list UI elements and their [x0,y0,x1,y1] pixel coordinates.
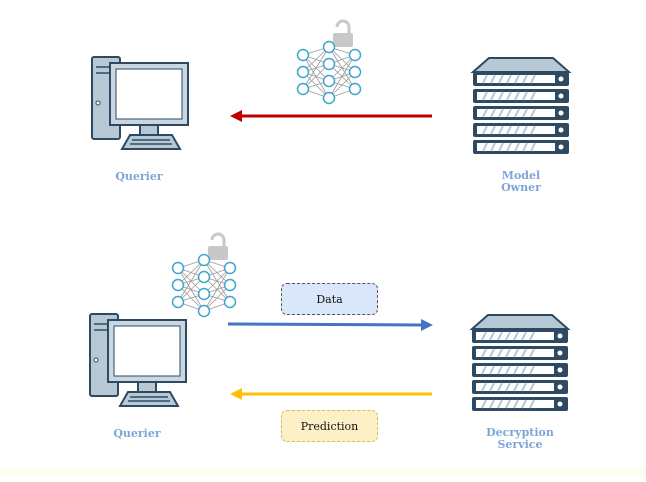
footer-band [0,466,646,478]
bottom-querier-label: Querier [113,427,161,440]
prediction-arrow [230,388,432,400]
bottom-querier-computer-icon [89,313,187,407]
model-owner-label: Model Owner [501,169,541,194]
data-message-box: Data [281,283,378,315]
prediction-message-label: Prediction [300,419,359,433]
data-arrow [227,319,433,331]
bottom-locked-neural-network-icon [171,232,237,318]
bottom-decryption-service-server-icon [472,315,568,411]
top-locked-neural-network-icon [296,19,362,105]
prediction-message-box: Prediction [281,410,378,442]
top-querier-computer-icon [91,56,189,150]
top-arrow-to-querier [230,110,432,122]
top-querier-label: Querier [115,170,163,183]
top-model-owner-server-icon [473,58,569,154]
data-message-label: Data [316,292,343,306]
decryption-service-label: Decryption Service [486,426,554,451]
